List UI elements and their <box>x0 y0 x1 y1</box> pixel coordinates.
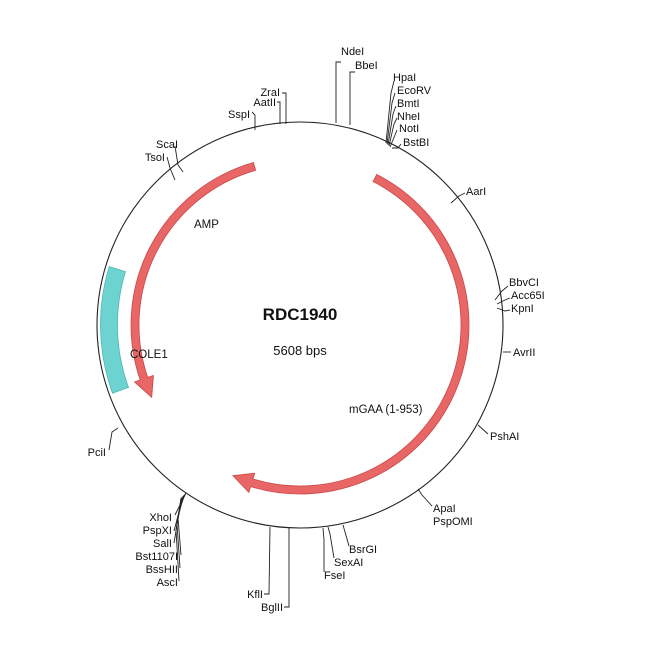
bst1107i-site-label: Bst1107I <box>135 551 178 563</box>
bsrgi-site-marker[interactable] <box>342 524 350 547</box>
kpni-site-marker[interactable] <box>496 307 511 312</box>
bmti-site-label: BmtI <box>397 98 420 110</box>
avrii-site-label: AvrII <box>513 347 535 359</box>
tsoi-site-marker[interactable] <box>166 156 176 181</box>
fsei-site-marker[interactable] <box>322 527 325 572</box>
pcii-site-marker[interactable] <box>108 427 119 451</box>
noti-site-marker[interactable] <box>389 129 398 148</box>
plasmid-name: RDC1940 <box>263 305 338 324</box>
pspxi-site-label: PspXI <box>143 525 172 537</box>
cole1-feature-label: COLE1 <box>130 349 168 361</box>
zrai-site-label: ZraI <box>260 87 280 99</box>
apai-site-marker[interactable] <box>417 488 433 507</box>
plasmid-backbone <box>96 121 504 529</box>
amp-feature-label: AMP <box>194 219 219 231</box>
bmti-site-marker[interactable] <box>387 105 397 146</box>
plasmid-size: 5608 bps <box>273 343 327 358</box>
asci-site-label: AscI <box>157 577 178 589</box>
scai-site-marker[interactable] <box>174 145 184 173</box>
fsei-site-label: FseI <box>324 570 345 582</box>
bsshii-site-label: BssHII <box>146 564 178 576</box>
mgaa-feature-arrow[interactable] <box>232 173 470 495</box>
acc65i-site-marker[interactable] <box>496 297 511 305</box>
bbei-site-marker[interactable] <box>349 71 355 125</box>
bbvci-site-label: BbvCI <box>509 277 539 289</box>
hpai-site-marker[interactable] <box>385 80 395 144</box>
ecorv-site-label: EcoRV <box>397 85 432 97</box>
sexai-site-label: SexAI <box>334 557 363 569</box>
acc65i-site-label: Acc65I <box>511 290 545 302</box>
noti-site-label: NotI <box>399 123 419 135</box>
kfli-site-marker[interactable] <box>264 526 271 595</box>
bbei-site-label: BbeI <box>355 60 378 72</box>
nhei-site-marker[interactable] <box>388 117 398 147</box>
ecorv-site-marker[interactable] <box>386 92 396 145</box>
apai-site-label: ApaI <box>433 503 456 515</box>
aari-site-marker[interactable] <box>450 192 466 204</box>
ndei-site-label: NdeI <box>341 46 364 58</box>
amp-feature-arrow[interactable] <box>130 162 257 399</box>
cole1-feature-block[interactable] <box>100 266 130 394</box>
xhoi-site-label: XhoI <box>149 512 172 524</box>
pshai-site-marker[interactable] <box>477 424 489 435</box>
bstbi-site-label: BstBI <box>403 137 429 149</box>
sali-site-label: SalI <box>153 538 172 550</box>
asci-site-marker[interactable] <box>175 497 182 582</box>
bsrgi-site-label: BsrGI <box>349 544 377 556</box>
zrai-site-marker[interactable] <box>282 92 287 124</box>
pcii-site-label: PciI <box>88 447 106 459</box>
kpni-site-label: KpnI <box>511 303 534 315</box>
sspi-site-marker[interactable] <box>251 111 256 130</box>
sexai-site-marker[interactable] <box>327 526 335 559</box>
scai-site-label: ScaI <box>156 139 178 151</box>
bglii-site-marker[interactable] <box>284 528 290 608</box>
hpai-site-label: HpaI <box>393 72 416 84</box>
bstbi-site-marker[interactable] <box>392 143 402 149</box>
aari-site-label: AarI <box>466 186 486 198</box>
bbvci-site-marker[interactable] <box>494 285 509 301</box>
tsoi-site-label: TsoI <box>145 152 165 164</box>
aatii-site-marker[interactable] <box>277 101 281 124</box>
bglii-site-label: BglII <box>261 602 283 614</box>
nhei-site-label: NheI <box>397 111 420 123</box>
pspomi-site-label: PspOMI <box>433 516 473 528</box>
pshai-site-label: PshAI <box>490 431 519 443</box>
sspi-site-label: SspI <box>228 109 250 121</box>
kfli-site-label: KflI <box>247 589 263 601</box>
ndei-site-marker[interactable] <box>335 61 341 123</box>
mgaa-feature-label: mGAA (1-953) <box>349 404 423 416</box>
aatii-site-label: AatII <box>253 97 276 109</box>
